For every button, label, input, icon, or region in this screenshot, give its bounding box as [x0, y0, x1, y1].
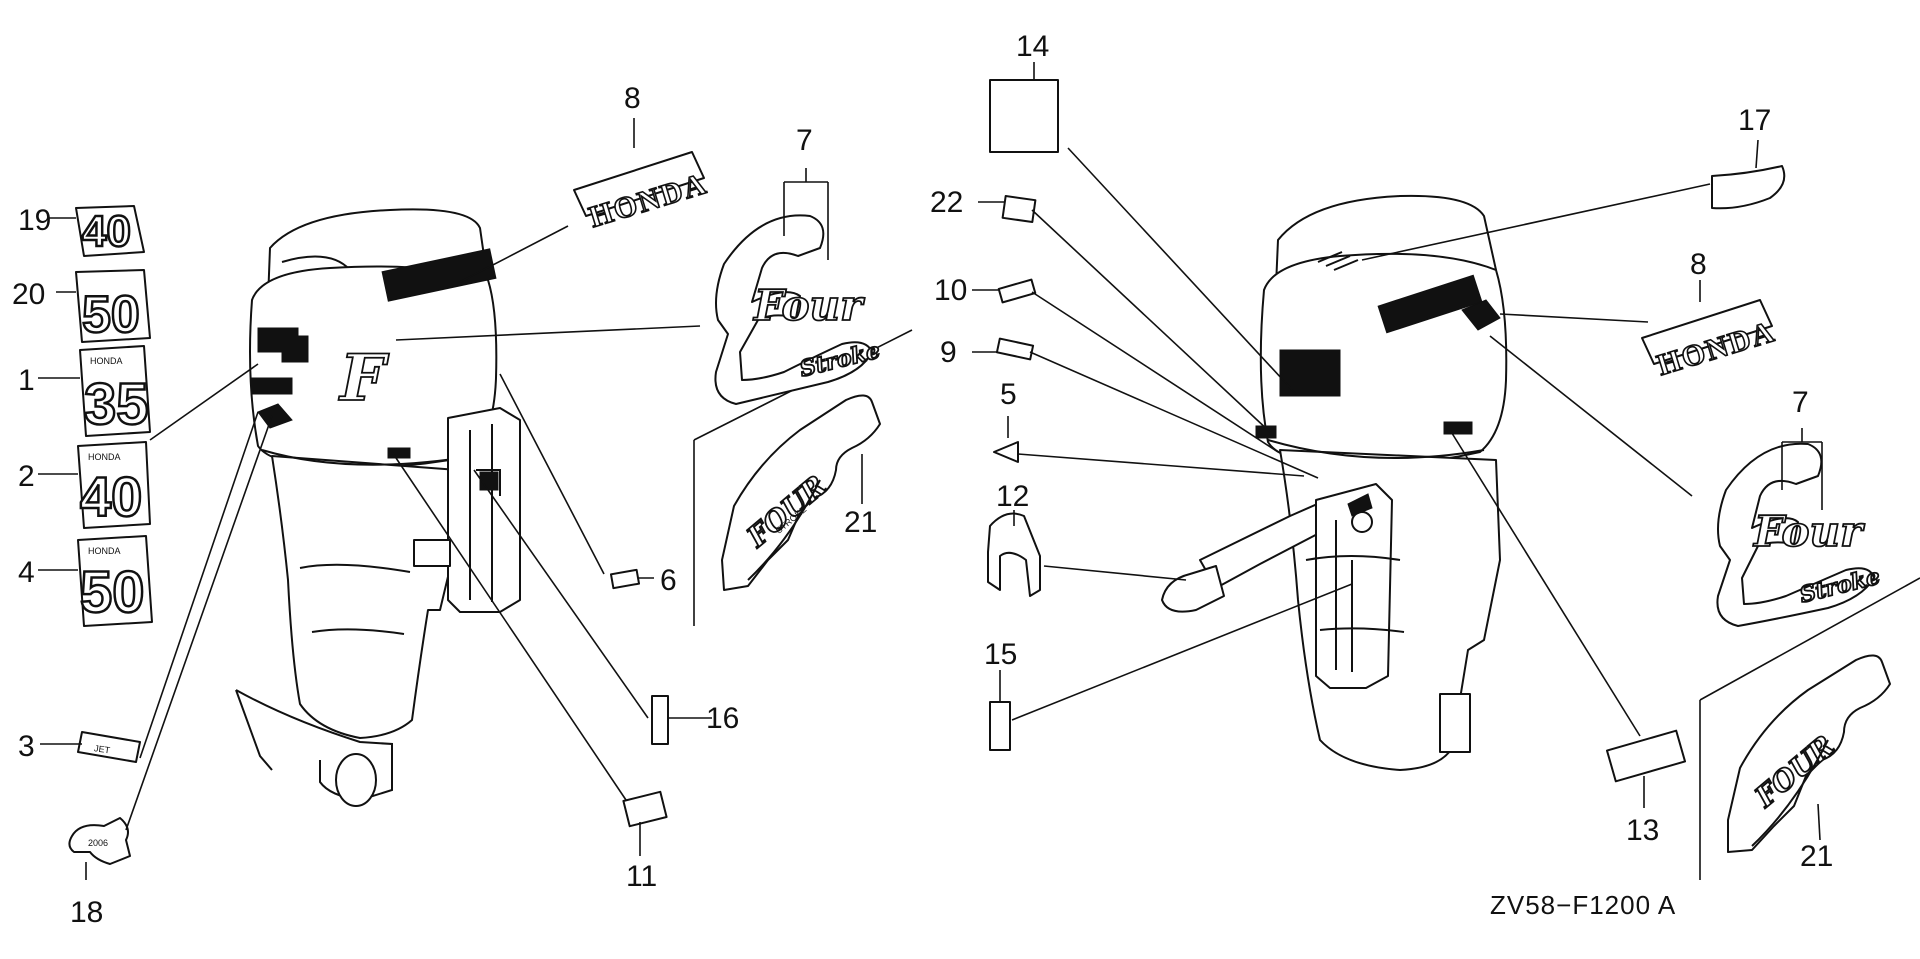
callout-3: 3	[18, 730, 35, 763]
callout-15: 15	[984, 638, 1017, 671]
svg-text:50: 50	[82, 286, 140, 344]
callout-8-right: 8	[1690, 248, 1707, 281]
tiller-grip-cover	[987, 512, 1041, 597]
emblem-50-plain: 50	[75, 269, 151, 345]
callout-16: 16	[706, 702, 739, 735]
leader-lines	[125, 147, 1711, 831]
callout-8-left: 8	[624, 82, 641, 115]
callout-10: 10	[934, 274, 967, 307]
svg-text:Four: Four	[1753, 507, 1865, 556]
callout-18: 18	[70, 896, 103, 929]
group-separator	[1699, 577, 1920, 701]
emblem-part-18: 2006	[68, 817, 131, 865]
cowl-decal-f: F	[338, 341, 390, 416]
four-stroke-panel-decal-right: FOUR	[1727, 654, 1891, 853]
emblem-40-honda: HONDA 40	[77, 441, 151, 529]
callout-21-left: 21	[844, 506, 877, 539]
callout-13: 13	[1626, 814, 1659, 847]
label-part-6	[609, 568, 641, 590]
callout-bracket-7-left	[783, 168, 829, 260]
emblem-50-honda: HONDA 50	[77, 535, 153, 627]
svg-text:HONDA: HONDA	[88, 546, 121, 556]
callout-22: 22	[930, 186, 963, 219]
label-part-17	[1711, 165, 1786, 210]
callout-6: 6	[660, 564, 677, 597]
honda-decal-right: HONDA	[1641, 299, 1780, 383]
emblem-35-honda: HONDA 35	[79, 345, 151, 438]
svg-text:JET: JET	[94, 743, 112, 755]
label-part-22	[1001, 195, 1037, 223]
outboard-motor-left: F	[235, 208, 521, 807]
label-part-16	[651, 695, 669, 745]
svg-text:40: 40	[80, 465, 142, 528]
diagram-code: ZV58−F1200 A	[1490, 890, 1676, 920]
callout-numbers: 19 20 1 2 4 3 18 8 7 21 6 16 11 14 22 10…	[12, 30, 1833, 929]
svg-text:50: 50	[80, 560, 145, 625]
callout-4: 4	[18, 556, 35, 589]
label-part-14	[989, 79, 1059, 153]
honda-decal-left: HONDA	[573, 151, 712, 235]
svg-text:2006: 2006	[88, 838, 108, 848]
label-part-15	[989, 701, 1011, 751]
label-part-13	[1605, 729, 1687, 783]
callout-14: 14	[1016, 30, 1049, 63]
callout-12: 12	[996, 480, 1029, 513]
callout-21-right: 21	[1800, 840, 1833, 873]
emblem-jet: JET	[77, 731, 141, 763]
svg-text:35: 35	[84, 372, 149, 437]
svg-text:HONDA: HONDA	[90, 356, 123, 366]
four-stroke-decal-right: Four Stroke	[1716, 442, 1884, 627]
label-part-11	[622, 790, 668, 828]
callout-2: 2	[18, 460, 35, 493]
callout-19: 19	[18, 204, 51, 237]
callout-1: 1	[18, 364, 35, 397]
four-stroke-panel-decal-left: FOUR STROKE	[721, 394, 881, 591]
callout-20: 20	[12, 278, 45, 311]
callout-tick-left	[38, 201, 1004, 745]
label-part-9	[995, 337, 1035, 361]
emblem-40-plain: 40	[75, 205, 145, 257]
label-part-10	[997, 278, 1037, 304]
callout-bracket-21-right	[1817, 803, 1821, 841]
callout-7-right: 7	[1792, 386, 1809, 419]
callout-bracket-17	[1755, 139, 1759, 169]
callout-5: 5	[1000, 378, 1017, 411]
callout-9: 9	[940, 336, 957, 369]
svg-text:Four: Four	[753, 281, 865, 330]
svg-text:40: 40	[82, 207, 131, 256]
outboard-motor-right	[1161, 194, 1508, 771]
four-stroke-decal-left: Four Stroke	[714, 214, 884, 405]
callout-bracket-7-right	[1781, 428, 1823, 510]
svg-text:HONDA: HONDA	[88, 452, 121, 462]
label-part-5	[993, 441, 1019, 463]
callout-17: 17	[1738, 104, 1771, 137]
callout-11: 11	[626, 860, 657, 893]
callout-7-left: 7	[796, 124, 813, 157]
